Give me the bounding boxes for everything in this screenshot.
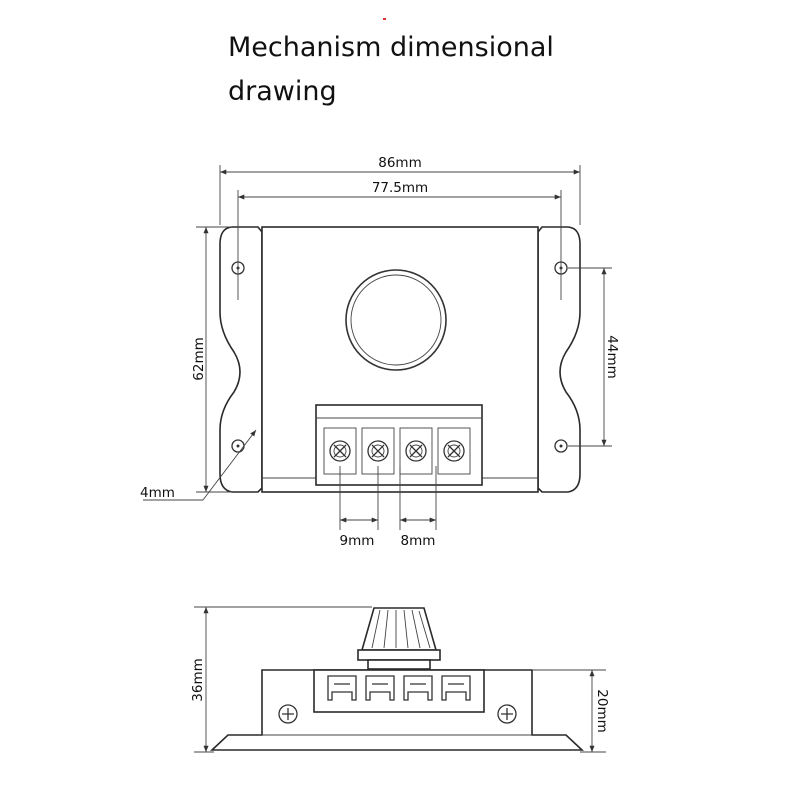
terminal-screw-4: [437, 427, 471, 475]
side-screw-right: [497, 704, 517, 724]
right-flange: [537, 226, 581, 493]
page-title: Mechanism dimensional drawing: [228, 32, 554, 107]
dim-body-depth: 20mm: [594, 689, 610, 732]
dim-hole-spacing: 44mm: [604, 335, 620, 378]
dim-terminal-pitch-b: 8mm: [401, 533, 436, 549]
terminal-screw-2: [361, 427, 395, 475]
dim-terminal-pitch-a: 9mm: [340, 533, 375, 549]
side-screw-left: [278, 704, 298, 724]
terminal-screws: [323, 427, 471, 475]
left-flange: [219, 226, 263, 493]
side-terminal-housing: [313, 669, 485, 713]
side-shaft: [367, 659, 431, 670]
dim-overall-width: 86mm: [378, 155, 421, 171]
terminal-screw-3: [399, 427, 433, 475]
side-dimensions: 36mm 20mm: [190, 606, 610, 753]
dim-total-depth: 36mm: [190, 658, 206, 701]
red-mark: [383, 18, 386, 20]
dim-hole-diameter: 4mm: [140, 485, 175, 501]
side-terminal-slots: [327, 675, 471, 701]
top-view: [219, 226, 581, 493]
side-view: [209, 607, 585, 751]
mounting-hole-bottom-right: [554, 439, 568, 453]
dim-inner-width: 77.5mm: [372, 180, 428, 196]
knob-inner: [350, 274, 442, 366]
top-dimensions: 86mm 77.5mm 62mm 44mm 4mm 9mm 8mm: [140, 155, 620, 549]
side-knob-base: [357, 649, 441, 661]
dim-height: 62mm: [191, 337, 207, 380]
knob-outer: [345, 269, 447, 371]
